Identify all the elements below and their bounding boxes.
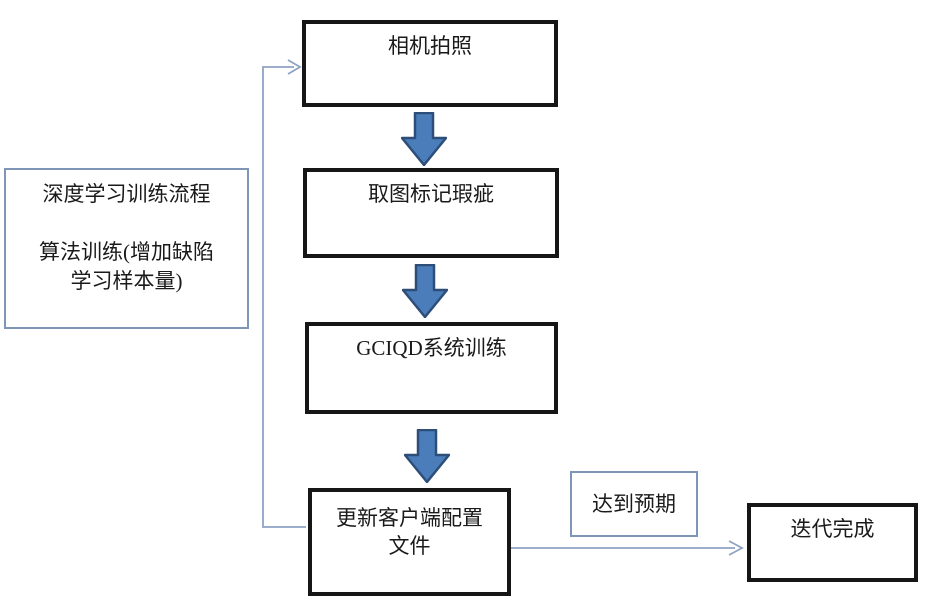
node-system-training: GCIQD系统训练 [305,322,558,414]
left-panel-line3: 学习样本量) [70,268,183,293]
left-panel-line2: 算法训练(增加缺陷 [39,240,214,265]
node-iteration-done-label: 迭代完成 [790,517,875,541]
result-connector [508,540,744,556]
left-panel-line1: 深度学习训练流程 [42,182,211,206]
down-block-arrow-shape [401,112,447,166]
feedback-connector-line [262,66,306,528]
node-camera-capture-label: 相机拍照 [388,34,472,58]
left-annotation-panel: 深度学习训练流程 算法训练(增加缺陷 学习样本量) [4,168,249,329]
down-block-arrow-shape [402,264,448,318]
result-arrowhead-icon [728,540,744,556]
node-update-config: 更新客户端配置 文件 [308,488,511,596]
label-expectation-met-text: 达到预期 [592,491,676,516]
node-mark-defects: 取图标记瑕疵 [303,168,559,258]
node-update-config-line2: 文件 [388,534,431,559]
label-expectation-met: 达到预期 [570,471,698,537]
down-block-arrow-icon [401,112,447,166]
node-update-config-line1: 更新客户端配置 [336,506,483,530]
node-system-training-label: GCIQD系统训练 [356,336,507,360]
feedback-connector [262,59,306,528]
down-block-arrow-shape [404,429,450,483]
down-block-arrow-icon [402,264,448,318]
node-iteration-done: 迭代完成 [747,503,918,582]
feedback-arrowhead-icon [287,59,302,75]
node-mark-defects-label: 取图标记瑕疵 [368,182,494,206]
node-camera-capture: 相机拍照 [302,20,558,107]
down-block-arrow-icon [404,429,450,483]
left-panel-spacer [6,208,247,238]
